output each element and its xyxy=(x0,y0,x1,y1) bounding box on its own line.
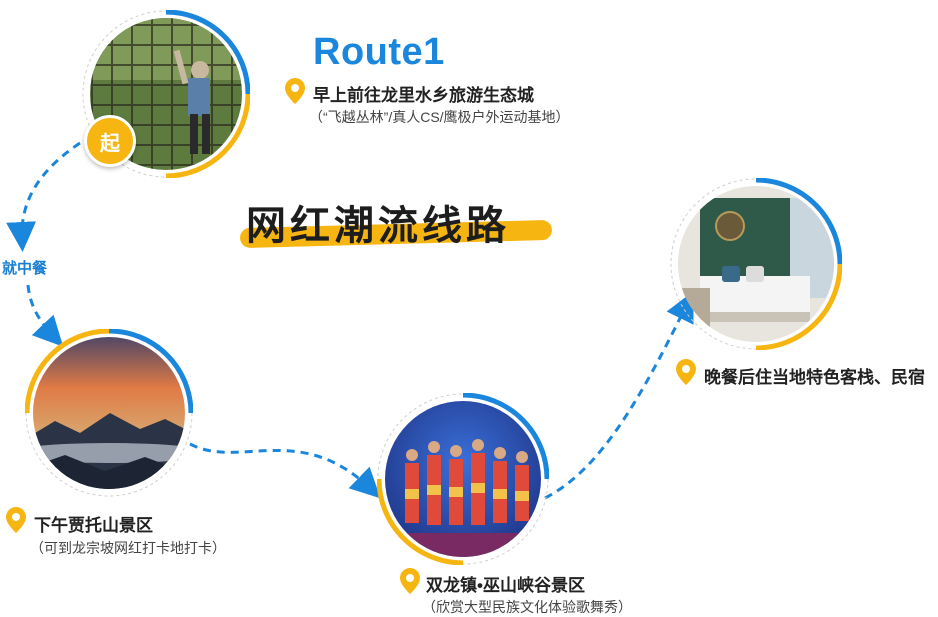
stop-2-name: 下午贾托山景区 xyxy=(34,516,153,535)
photo-mountain-sunset xyxy=(24,328,194,497)
stop-3-note: （欣赏大型民族文化体验歌舞秀） xyxy=(422,599,632,615)
location-pin-icon xyxy=(285,78,305,104)
stop-3-name: 双龙镇•巫山峡谷景区 xyxy=(426,576,585,595)
route-title: Route1 xyxy=(313,31,445,73)
photo-hotel-room xyxy=(670,177,843,351)
location-pin-icon xyxy=(400,568,420,594)
location-pin-icon xyxy=(676,359,696,385)
stop-2-note: （可到龙宗坡网红打卡地打卡） xyxy=(30,540,226,556)
location-pin-icon xyxy=(6,507,26,533)
path-start-to-lunch xyxy=(6,141,81,252)
lunch-label: 就中餐 xyxy=(2,260,48,277)
path-mountain-to-dance xyxy=(189,442,381,499)
photo-folk-dance xyxy=(376,392,550,566)
stop-1-name: 早上前往龙里水乡旅游生态城 xyxy=(313,86,534,105)
start-badge: 起 xyxy=(84,115,136,167)
path-dance-to-hotel xyxy=(544,291,694,500)
stop-1-note: （“飞越丛林”/真人CS/鹰极户外运动基地） xyxy=(309,109,570,125)
path-lunch-to-mountain xyxy=(26,284,64,347)
photo-rope-climbing xyxy=(82,9,251,179)
stop-4-name: 晚餐后住当地特色客栈、民宿 xyxy=(704,368,925,387)
headline: 网红潮流线路 xyxy=(246,203,510,249)
